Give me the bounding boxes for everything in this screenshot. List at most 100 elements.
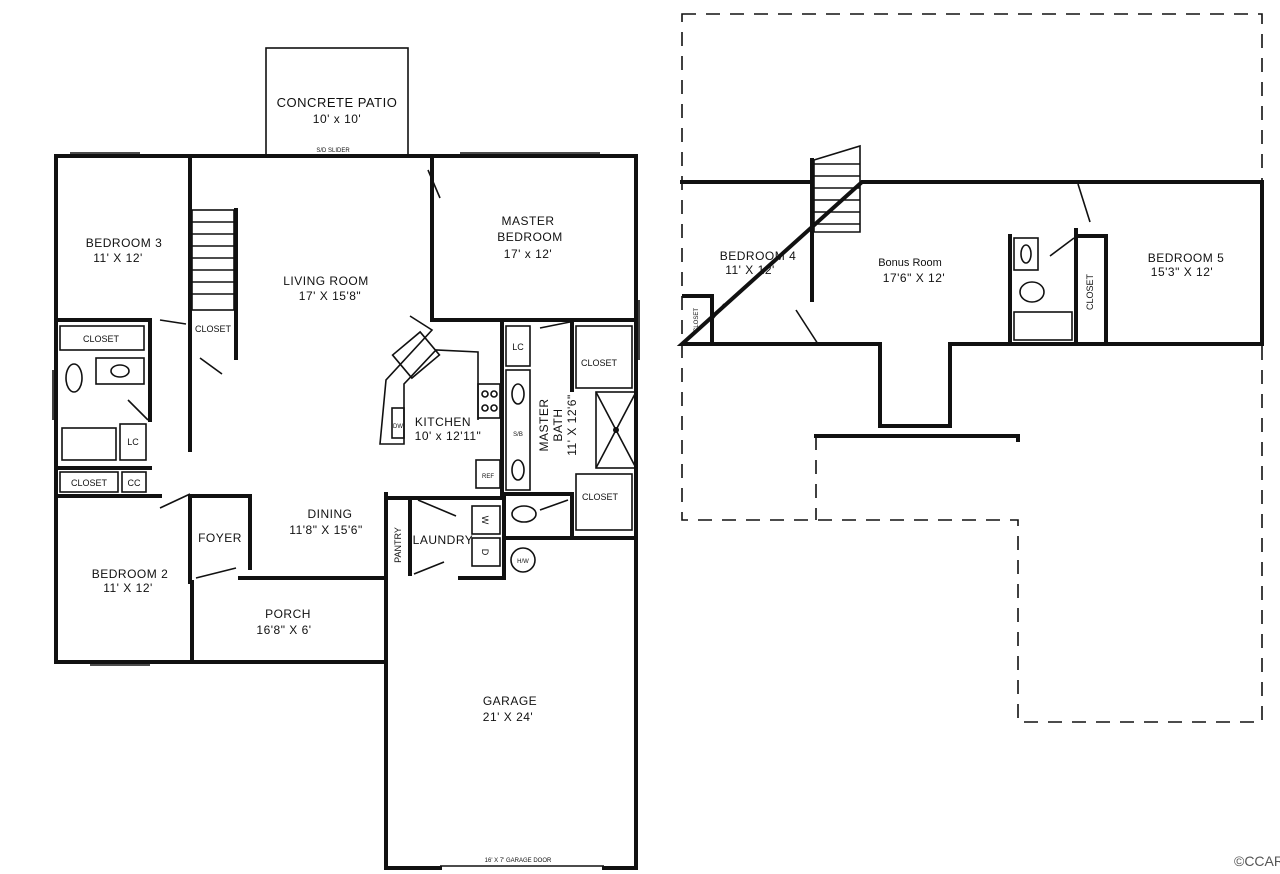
laundry-label: LAUNDRY [413, 533, 474, 547]
pantry-label: PANTRY [393, 527, 403, 563]
bedroom4-label: BEDROOM 4 [720, 249, 797, 263]
bedroom2-door [159, 493, 191, 509]
living-room-label: LIVING ROOM [283, 274, 369, 288]
master-label-2: BEDROOM [497, 230, 563, 244]
range-icon [477, 383, 501, 419]
living-room-size: 17' X 15'8" [299, 289, 361, 303]
bedroom5-label: BEDROOM 5 [1148, 251, 1225, 265]
bonus-room-label: Bonus Room [878, 257, 942, 269]
master-toilet-icon [511, 505, 537, 523]
slider-label: S/D SLIDER [316, 148, 350, 154]
bedroom3-closet-wall [54, 318, 152, 354]
master-sink-2-icon [511, 459, 525, 481]
lc-master [505, 325, 531, 367]
bonus-room-size: 17'6" X 12' [883, 271, 945, 285]
bedroom5-door [1077, 183, 1091, 223]
washer-label: W [480, 516, 490, 525]
foyer-wall [190, 494, 252, 570]
garage-label: GARAGE [483, 694, 537, 708]
bedroom3-size: 11' X 12' [93, 251, 143, 265]
upstairs-vanity [1013, 237, 1039, 271]
bedroom5-size: 15'3" X 12' [1151, 265, 1213, 279]
dining-label: DINING [308, 507, 353, 521]
master-shower-icon [595, 391, 637, 469]
master-label-1: MASTER [501, 214, 554, 228]
lc-hall-label: LC [127, 437, 139, 447]
hall-sink-icon [110, 364, 130, 378]
closet-bedroom4-wall [682, 294, 714, 342]
refrigerator-label: REF [482, 474, 494, 480]
dryer-label: D [480, 549, 490, 556]
first-floor-plan: CONCRETE PATIO 10' x 10' S/D SLIDER BEDR… [52, 47, 640, 870]
upstairs-sink-icon [1020, 244, 1032, 264]
foyer-label: FOYER [198, 531, 242, 545]
watermark: ©CCAR [1234, 853, 1280, 869]
lc-hall [119, 423, 147, 461]
closet-master-1-label: CLOSET [581, 358, 618, 368]
garage-door-label: 16' X 7' GARAGE DOOR [485, 858, 552, 864]
master-bath-label-1: MASTER [537, 398, 551, 451]
closet-master-2 [575, 473, 633, 531]
master-bath-wall [500, 318, 572, 496]
attic-outline [681, 13, 1263, 723]
sb-label: S/B [513, 432, 523, 438]
dining-size: 11'8" X 15'6" [289, 523, 362, 537]
cc-closet-label: CC [128, 478, 141, 488]
water-heater-icon [510, 547, 536, 573]
master-vanity [505, 369, 531, 491]
window-marks [52, 152, 640, 666]
hall-toilet-icon [65, 363, 83, 393]
dishwasher-icon [391, 407, 405, 439]
upstairs-tub-icon [1013, 311, 1073, 341]
bedroom4-door [795, 309, 819, 345]
bedroom3-door [159, 319, 187, 325]
exterior-wall-left [54, 154, 194, 664]
closet-bedroom3 [59, 325, 145, 351]
closet-stair-label: CLOSET [195, 324, 232, 334]
water-heater-label: H/W [517, 559, 529, 565]
second-floor-plan: BEDROOM 4 11' X 12' CLOSET Bonus Room 17… [676, 13, 1264, 723]
master-toilet-door [539, 499, 569, 511]
dishwasher-label: DW [393, 424, 403, 430]
closet-bedroom5-label: CLOSET [1085, 273, 1095, 310]
closet-bedroom2-label: CLOSET [71, 478, 108, 488]
master-bath-label-2: BATH [551, 408, 565, 441]
kitchen-label: KITCHEN [415, 415, 471, 429]
bedroom2-label: BEDROOM 2 [92, 567, 169, 581]
bedroom2-size: 11' X 12' [103, 581, 153, 595]
closet-bedroom3-label: CLOSET [83, 334, 120, 344]
front-door [195, 567, 237, 579]
closet-bedroom4-label: CLOSET [694, 308, 700, 332]
stair-closet-door [199, 357, 223, 375]
garage-wall-left [384, 492, 442, 870]
master-bath-size: 11' X 12'6" [565, 394, 579, 456]
first-floor-stairs [191, 209, 235, 311]
lc-master-label: LC [512, 342, 524, 352]
second-floor-stairs [813, 144, 861, 233]
bath-door [1049, 237, 1075, 257]
patio-size: 10' x 10' [313, 112, 361, 126]
garage-roof-top [814, 434, 1020, 442]
porch-wall [190, 580, 388, 664]
second-floor-walls [676, 180, 1264, 428]
closet-bedroom4-door [711, 303, 725, 321]
closet-bedroom5-wall [1078, 234, 1108, 346]
bedroom4-size: 11' X 12' [725, 263, 775, 277]
washer-icon [471, 505, 501, 535]
master-bath-door [539, 321, 571, 329]
garage-size: 21' X 24' [483, 710, 533, 724]
master-sink-1-icon [511, 383, 525, 405]
pantry-door [413, 561, 445, 575]
kitchen-counter [379, 315, 479, 445]
garage-wall-right [602, 536, 638, 870]
closet-master-2-label: CLOSET [582, 492, 619, 502]
hall-bath-door [127, 399, 149, 421]
patio-label: CONCRETE PATIO [277, 95, 398, 110]
closet-bedroom2 [59, 471, 119, 493]
master-door [427, 169, 441, 199]
dryer-icon [471, 537, 501, 567]
porch-label: PORCH [265, 607, 311, 621]
upstairs-toilet-icon [1019, 281, 1045, 303]
kitchen-size: 10' x 12'11" [415, 429, 482, 443]
master-bedroom-wall [430, 154, 638, 322]
